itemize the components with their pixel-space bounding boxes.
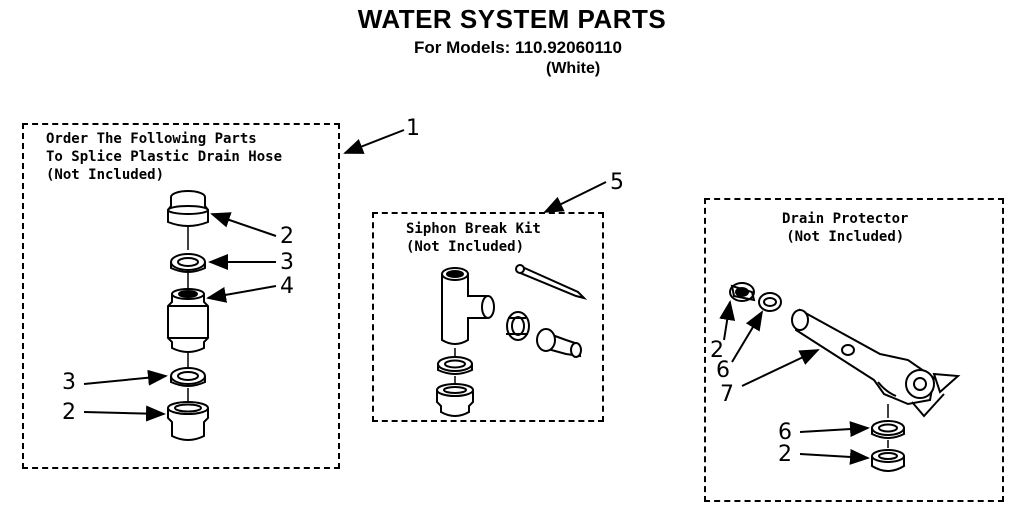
splice-line-2: To Splice Plastic Drain Hose [46, 149, 283, 165]
siphon-kit [436, 264, 588, 417]
callout-drain-6-left: 6 [716, 358, 730, 383]
drain-body [791, 308, 961, 418]
siphon-lower-ring [437, 356, 473, 375]
siphon-panel [372, 212, 604, 422]
callout-splice-3-bottom: 3 [62, 370, 76, 395]
splice-panel [22, 123, 340, 469]
leader-ref-1 [343, 129, 405, 154]
siphon-lower-cap [436, 383, 474, 417]
splice-panel-label: Order The Following Parts To Splice Plas… [46, 130, 282, 184]
callout-drain-7: 7 [720, 382, 734, 407]
drain-ring-left [758, 292, 782, 312]
leader-ref-5 [543, 181, 607, 213]
clamp-ring-bottom [170, 367, 206, 387]
siphon-panel-label: Siphon Break Kit (Not Included) [406, 220, 541, 256]
callout-drain-6-bottom: 6 [778, 420, 792, 445]
splice-line-1: Order The Following Parts [46, 131, 257, 147]
page-title: WATER SYSTEM PARTS [357, 4, 667, 34]
siphon-side-fitting [536, 328, 582, 358]
hose-cap-top [167, 190, 209, 227]
drain-line-1: Drain Protector [782, 211, 909, 227]
splice-line-3: (Not Included) [46, 167, 165, 183]
drain-ring-bottom [871, 420, 905, 439]
callout-ref-1: 1 [406, 116, 420, 141]
hose-coupler [167, 288, 209, 353]
cotter-pin [515, 264, 588, 300]
callout-drain-2-left: 2 [710, 338, 724, 363]
siphon-tee [441, 267, 495, 356]
callout-splice-3-top: 3 [280, 250, 294, 275]
drain-panel [704, 198, 1004, 502]
hose-cap-bottom [167, 401, 209, 441]
callout-splice-4: 4 [280, 274, 294, 299]
splice-stack [83, 190, 277, 441]
callout-splice-2-top: 2 [280, 224, 294, 249]
siphon-ring [506, 311, 530, 341]
drain-protector [719, 282, 961, 472]
siphon-line-1: Siphon Break Kit [406, 221, 541, 237]
callout-drain-2-bottom: 2 [778, 442, 792, 467]
drain-panel-label: Drain Protector (Not Included) [782, 210, 908, 246]
callout-splice-2-bottom: 2 [62, 400, 76, 425]
clamp-ring-top [170, 253, 206, 273]
callout-ref-5: 5 [610, 170, 624, 195]
drain-line-2: (Not Included) [786, 229, 905, 245]
siphon-line-2: (Not Included) [406, 239, 525, 255]
variant-label: (White) [546, 60, 601, 77]
drain-cap-left [729, 282, 756, 302]
drain-cap-bottom [871, 449, 905, 472]
models-line: For Models: 110.92060110 [414, 38, 622, 57]
